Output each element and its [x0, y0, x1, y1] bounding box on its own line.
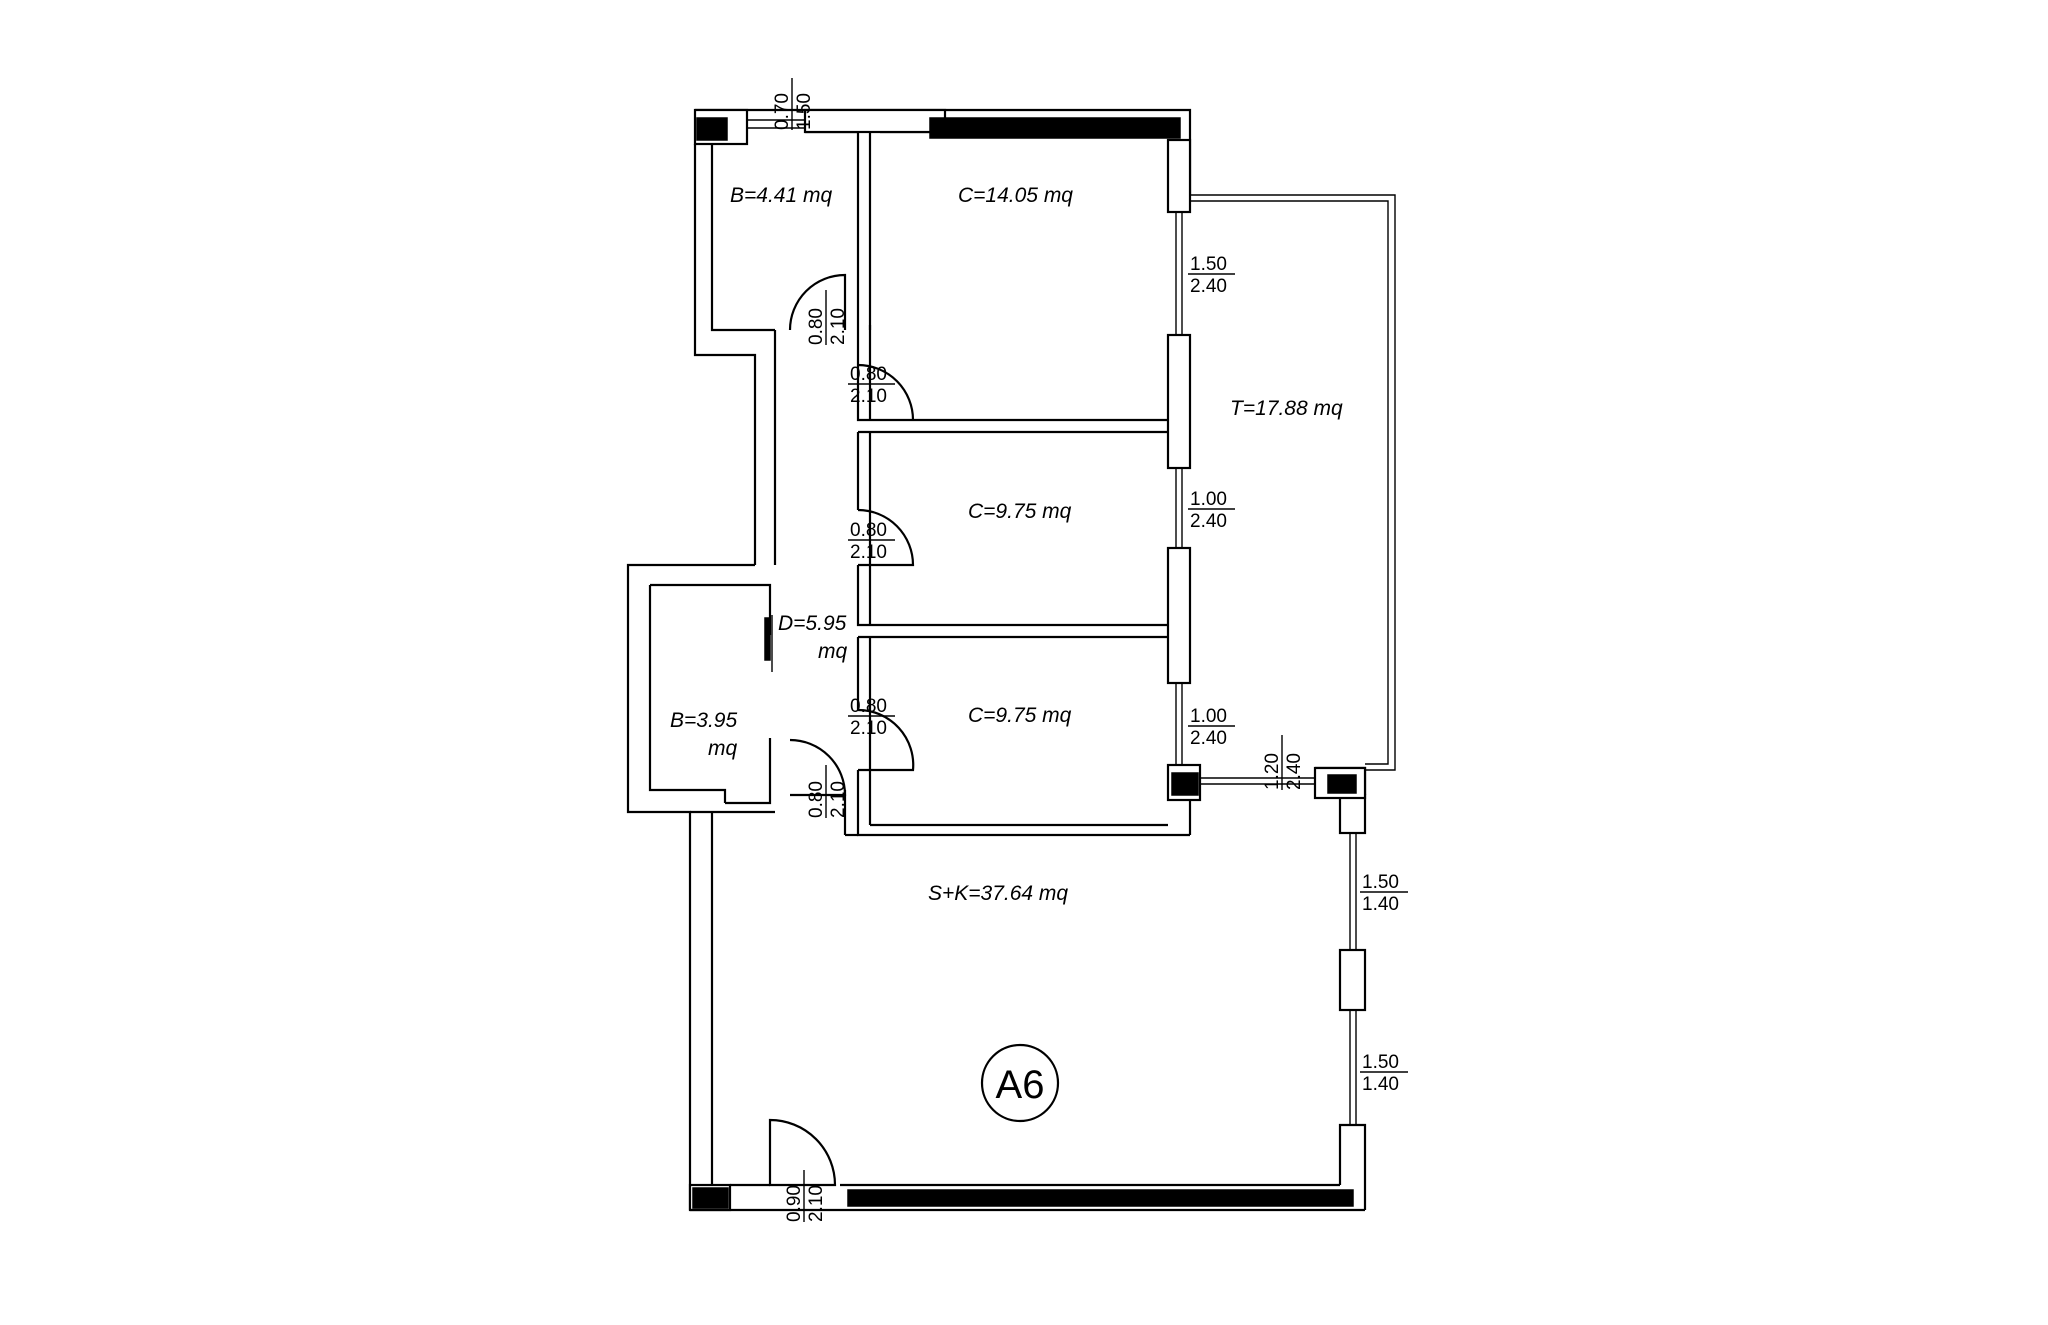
svg-text:0.90: 0.90 — [784, 1185, 805, 1222]
room-hall: D=5.95 — [778, 612, 847, 635]
svg-text:2.10: 2.10 — [806, 1185, 827, 1222]
svg-text:2.10: 2.10 — [850, 718, 887, 739]
dim-door-bedroom-large: 0.80 2.10 — [848, 364, 895, 407]
dim-window-bedroom-lower: 1.00 2.40 — [1188, 706, 1235, 749]
dim-window-living-to-terrace: 1.20 2.40 — [1262, 753, 1305, 790]
svg-text:0.80: 0.80 — [850, 364, 887, 385]
dim-door-bedroom-middle: 0.80 2.10 — [848, 520, 895, 563]
room-bedroom-middle: C=9.75 mq — [968, 500, 1072, 523]
svg-text:0.80: 0.80 — [806, 308, 827, 345]
svg-text:1.00: 1.00 — [1190, 706, 1227, 727]
room-bedroom-lower: C=9.75 mq — [968, 704, 1072, 727]
room-bedroom-large: C=14.05 mq — [958, 184, 1073, 207]
svg-text:2.10: 2.10 — [828, 781, 849, 818]
dim-door-bath-small: 0.80 2.10 — [806, 781, 849, 818]
walls — [626, 108, 1396, 1212]
svg-text:0.80: 0.80 — [806, 781, 827, 818]
dimension-labels-vertical: 0.70 1.50 0.80 2.10 0.80 2.10 0.90 2.10 … — [772, 78, 1305, 1222]
svg-text:1.50: 1.50 — [1190, 254, 1227, 275]
svg-text:2.40: 2.40 — [1190, 728, 1227, 749]
dimension-labels: 0.80 2.10 0.80 2.10 0.80 2.10 1.50 2.40 … — [848, 254, 1408, 1095]
svg-text:2.40: 2.40 — [1190, 276, 1227, 297]
svg-text:0.70: 0.70 — [772, 93, 793, 130]
dim-window-living-upper: 1.50 1.40 — [1360, 872, 1408, 915]
svg-text:2.40: 2.40 — [1190, 511, 1227, 532]
room-terrace: T=17.88 mq — [1230, 397, 1343, 420]
dim-door-entry: 0.90 2.10 — [784, 1185, 827, 1222]
dim-window-bedroom-large: 1.50 2.40 — [1188, 254, 1235, 297]
room-bathroom-small: B=3.95 — [670, 709, 737, 732]
dim-window-living-lower: 1.50 1.40 — [1360, 1052, 1408, 1095]
room-hall-unit: mq — [818, 640, 847, 663]
svg-text:2.10: 2.10 — [828, 308, 849, 345]
dim-door-bath-top: 0.80 2.10 — [806, 308, 849, 345]
room-labels: B=4.41 mq C=14.05 mq T=17.88 mq C=9.75 m… — [670, 184, 1343, 905]
svg-text:1.40: 1.40 — [1362, 894, 1399, 915]
dim-door-bedroom-lower: 0.80 2.10 — [848, 696, 895, 739]
room-bathroom-small-unit: mq — [708, 737, 737, 760]
svg-text:1.20: 1.20 — [1262, 753, 1283, 790]
doors — [768, 273, 915, 1187]
svg-text:0.80: 0.80 — [850, 520, 887, 541]
svg-text:1.50: 1.50 — [1362, 1052, 1399, 1073]
unit-tag: A6 — [980, 1043, 1060, 1123]
room-bathroom-top: B=4.41 mq — [730, 184, 832, 207]
svg-text:2.10: 2.10 — [850, 386, 887, 407]
dim-window-bedroom-middle: 1.00 2.40 — [1188, 489, 1235, 532]
svg-text:2.10: 2.10 — [850, 542, 887, 563]
svg-text:1.40: 1.40 — [1362, 1074, 1399, 1095]
svg-text:2.40: 2.40 — [1284, 753, 1305, 790]
svg-text:0.80: 0.80 — [850, 696, 887, 717]
svg-text:1.50: 1.50 — [794, 93, 815, 130]
svg-text:1.00: 1.00 — [1190, 489, 1227, 510]
room-living-kitchen: S+K=37.64 mq — [928, 882, 1068, 905]
unit-tag-label: A6 — [996, 1063, 1045, 1107]
dim-top-window: 0.70 1.50 — [772, 93, 815, 130]
svg-text:1.50: 1.50 — [1362, 872, 1399, 893]
